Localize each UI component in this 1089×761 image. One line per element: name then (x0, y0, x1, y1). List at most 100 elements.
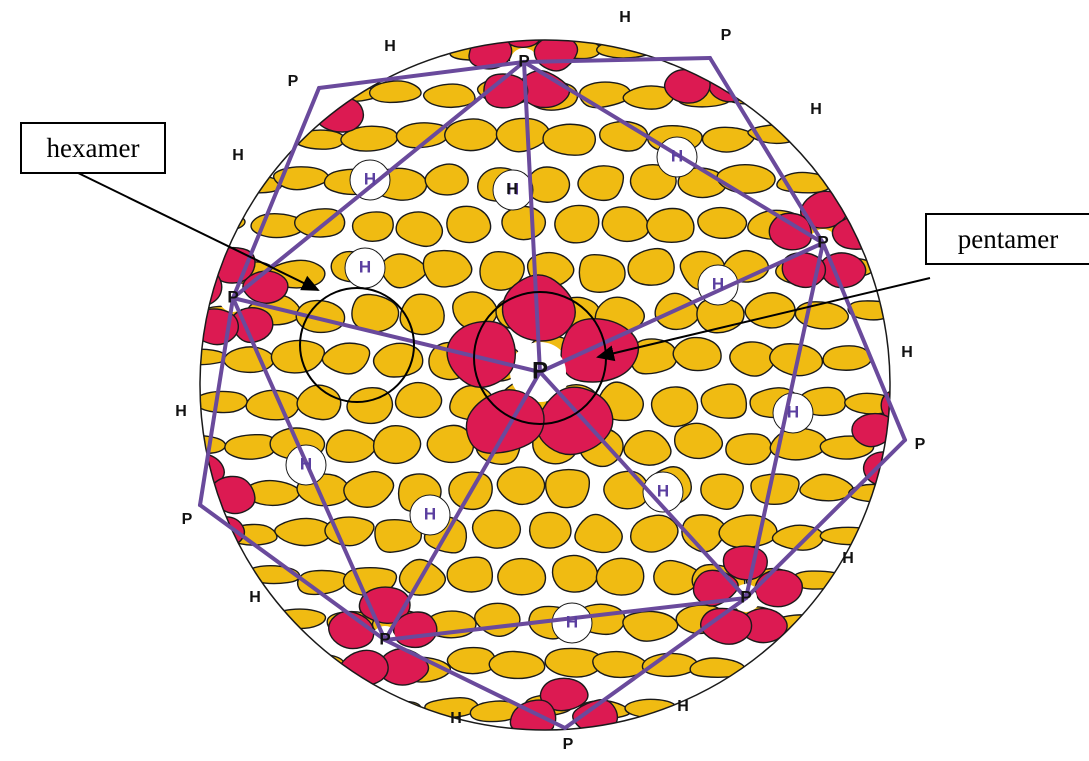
hexamer-label: hexamer (46, 132, 140, 163)
hexamer-marker: H (842, 550, 854, 567)
hexamer-subunit (270, 339, 326, 374)
hexamer-subunit (623, 430, 672, 466)
hexamer-subunit (446, 556, 494, 593)
lattice-edge (383, 370, 542, 642)
hexamer-subunit (274, 517, 333, 547)
pentamer-subunit (296, 40, 344, 73)
hexamer-subunit (744, 292, 796, 329)
hexamer-subunit (474, 602, 521, 638)
pentamer (327, 586, 438, 686)
capsid-outline (199, 39, 891, 731)
hexamer-subunit (245, 389, 300, 421)
hexamer-subunit (291, 653, 345, 673)
lattice-edge (198, 296, 235, 507)
hexamer-subunit (622, 610, 679, 642)
pentamer-marker: P (721, 27, 732, 44)
hexamer-marker: H (359, 257, 371, 276)
hexamer-subunit (542, 123, 597, 156)
hexamer-subunit (368, 80, 422, 104)
hexamer-subunit (321, 342, 371, 375)
hexamer-subunit (399, 293, 445, 336)
hexamer-subunit (598, 120, 649, 152)
lattice-edge (522, 60, 825, 245)
lattice-edge (563, 596, 748, 730)
lattice-edge (538, 241, 825, 374)
pentamer-subunit (754, 569, 803, 608)
hexamer-subunit (488, 650, 546, 680)
hexamer-subunit (672, 336, 722, 372)
lattice-edge (231, 60, 526, 300)
hexamer-subunit (629, 514, 679, 553)
hexamer-subunit (272, 166, 330, 191)
pentamer-leader-arrow (596, 277, 931, 362)
hexamer-subunit (528, 511, 572, 549)
hexamer-subunit (822, 345, 873, 371)
hexamer-marker: H (810, 101, 822, 118)
pentamer-marker: P (288, 73, 299, 90)
hexamer-marker: H (232, 147, 244, 164)
pentamer-marker: P (817, 232, 828, 251)
hexamer-subunit (700, 383, 748, 419)
pentamer-subunit (768, 212, 813, 251)
lattice-edge (317, 60, 526, 90)
lattice-edge (744, 241, 825, 600)
hexamer-subunit (325, 429, 377, 463)
hexamer-subunit (641, 652, 699, 678)
hexamer-marker: H (619, 9, 631, 26)
hexamer-marker: H (175, 403, 187, 420)
lattice-edge (383, 596, 748, 642)
hexamer-marker: H (787, 402, 799, 421)
hexamer-marker: H (677, 698, 689, 715)
hexamer-subunit (716, 163, 776, 194)
hexamer-center (551, 602, 593, 644)
hexamer-subunit (200, 390, 248, 414)
hexamer-subunit (497, 557, 547, 596)
hexamer-subunit (479, 250, 525, 291)
lattice-edge (744, 438, 907, 600)
pentamer-subunit (880, 388, 890, 425)
pentamer (468, 40, 579, 109)
pentamer-label-box: pentamer (925, 213, 1089, 265)
hexamer-subunit (653, 559, 701, 596)
lattice-edge (821, 241, 907, 442)
pentamer-subunit (663, 68, 711, 104)
pentamer-subunit (242, 270, 289, 304)
hexamer-subunit (372, 424, 422, 465)
hexamer-subunit (819, 526, 874, 546)
hexamer-subunit (224, 433, 277, 460)
capsid-body (200, 40, 890, 730)
pentamer-marker: P (518, 51, 529, 70)
hexamer-marker: H (300, 454, 312, 473)
pentamer-marker: P (532, 357, 548, 384)
pentamer-marker: P (740, 587, 751, 606)
hexamer-marker: H (671, 146, 683, 165)
hexamer-marker: H (566, 612, 578, 631)
pentamer-subunit (501, 274, 576, 342)
hexamer-marker: H (384, 38, 396, 55)
hexamer-subunit (446, 646, 497, 675)
pentamer-subunit (539, 677, 589, 712)
pentamer-subunit (326, 59, 373, 94)
hexamer-subunit (200, 258, 225, 278)
hexamer-marker: H (901, 344, 913, 361)
pentamer-label: pentamer (957, 223, 1059, 254)
pentamer-marker: P (563, 736, 574, 753)
lattice-edge (522, 56, 712, 64)
pentamer-subunit (536, 386, 614, 456)
hexamer-subunit (351, 211, 394, 242)
pentamer (509, 677, 619, 730)
hexamer-subunit (395, 211, 444, 248)
lattice-edge (231, 296, 387, 642)
hexamer-subunit (646, 207, 695, 244)
hexamer-subunit (343, 470, 395, 508)
pentamer-subunit (851, 412, 890, 448)
hexamer-subunit (603, 470, 650, 510)
hexamer-subunit (750, 473, 800, 506)
hexamer-marker: H (364, 169, 376, 188)
hexamer-subunit (200, 434, 227, 455)
hexamer-marker: H (450, 710, 462, 727)
hexamer-marker: H (657, 481, 669, 500)
hexamer-subunit (697, 206, 748, 240)
pentamer-subunit (499, 40, 546, 49)
hexamer-subunit (424, 163, 469, 196)
